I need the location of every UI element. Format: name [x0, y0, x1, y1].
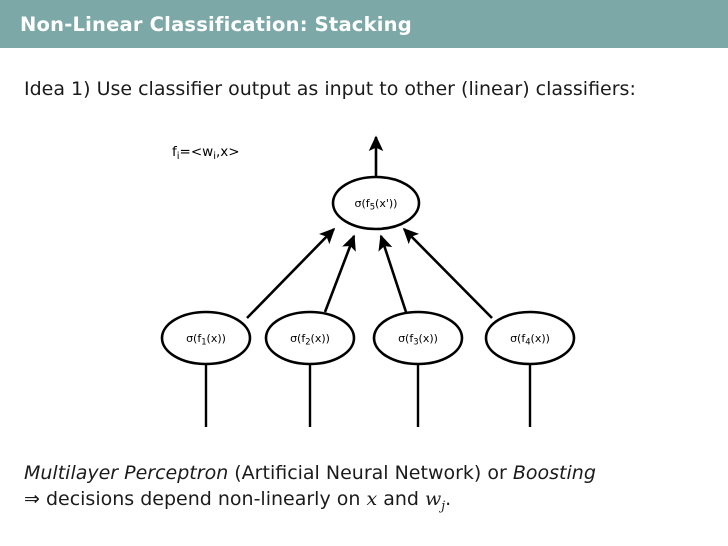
- node-base-2[interactable]: σ(f2(x)): [264, 310, 356, 366]
- node-base-2-label: σ(f2(x)): [290, 332, 330, 346]
- node-base-4[interactable]: σ(f4(x)): [484, 310, 576, 366]
- footer-line-2-suffix: .: [445, 488, 452, 510]
- node-output-label: σ(f5(x')): [355, 197, 398, 211]
- node-base-1-shape: [160, 310, 252, 366]
- term-multilayer-perceptron: Multilayer Perceptron: [24, 462, 229, 484]
- node-base-3-shape: [372, 310, 464, 366]
- footer-line-1-middle: (Artificial Neural Network) or: [228, 462, 513, 484]
- node-base-2-shape: [264, 310, 356, 366]
- edge-node4-to-output: [402, 227, 493, 319]
- node-base-4-shape: [484, 310, 576, 366]
- slide-header-band: [0, 0, 728, 48]
- math-var-w: wj: [424, 488, 446, 513]
- footer-line-2-middle: and: [377, 488, 425, 510]
- feature-formula-label: fi=<wi,x>: [172, 144, 240, 162]
- footer-line-2-prefix: ⇒ decisions depend non-linearly on: [24, 488, 367, 510]
- footer-statement-line-1: Multilayer Perceptron (Artificial Neural…: [24, 462, 596, 484]
- node-base-4-label: σ(f4(x)): [510, 332, 550, 346]
- edge-node2-to-output: [323, 234, 356, 313]
- idea-statement: Idea 1) Use classifier output as input t…: [24, 78, 636, 100]
- node-output[interactable]: σ(f5(x')): [331, 175, 421, 231]
- footer-statement-line-2: ⇒ decisions depend non-linearly on x and…: [24, 488, 451, 513]
- node-base-1[interactable]: σ(f1(x)): [160, 310, 252, 366]
- node-base-3-label: σ(f3(x)): [398, 332, 438, 346]
- node-base-3[interactable]: σ(f3(x)): [372, 310, 464, 366]
- math-var-x: x: [366, 488, 378, 510]
- math-var-w-base: w: [424, 488, 442, 510]
- page-title: Non-Linear Classification: Stacking: [20, 13, 412, 36]
- node-output-shape: [331, 175, 421, 231]
- math-var-w-subscript: j: [441, 497, 446, 513]
- node-base-1-label: σ(f1(x)): [186, 332, 226, 346]
- stacking-network-diagram: fi=<wi,x> σ(f5(x')) σ(f1(x)): [0, 110, 728, 450]
- edge-node3-to-output: [378, 234, 408, 313]
- edge-node1-to-output: [246, 227, 336, 319]
- term-boosting: Boosting: [512, 462, 596, 484]
